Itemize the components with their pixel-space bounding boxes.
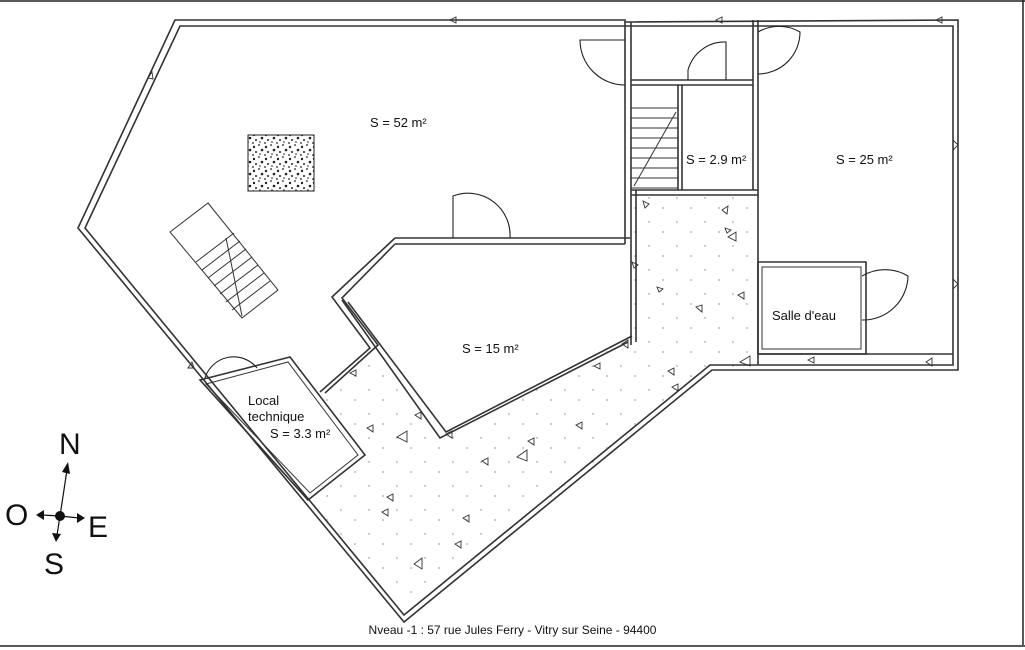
main-area-label: S = 52 m²	[370, 115, 427, 130]
technical-room-name-1: Local	[248, 393, 279, 408]
main-stair	[169, 202, 279, 319]
north-arrow-icon	[62, 462, 70, 474]
compass-rose: N O E S	[5, 428, 108, 581]
compass-north-label: N	[59, 428, 81, 461]
east-arrow-icon	[77, 513, 85, 523]
west-arrow-icon	[36, 510, 44, 520]
compass-west-label: O	[5, 499, 28, 532]
compass-east-label: E	[88, 511, 108, 544]
column-stair	[630, 107, 679, 189]
south-arrow-icon	[52, 533, 61, 542]
bathroom-label: Salle d'eau	[772, 308, 836, 323]
level-markers	[147, 16, 959, 570]
stair-room-area-label: S = 2.9 m²	[686, 152, 747, 167]
courtyard-floor	[305, 190, 760, 615]
gravel-block	[247, 134, 315, 192]
right-room-area-label: S = 25 m²	[836, 152, 893, 167]
outer-walls	[77, 19, 959, 624]
compass-south-label: S	[44, 548, 64, 581]
doors	[204, 25, 909, 379]
middle-room-area-label: S = 15 m²	[462, 341, 519, 356]
technical-room-area-label: S = 3.3 m²	[270, 426, 331, 441]
plan-caption: Nveau -1 : 57 rue Jules Ferry - Vitry su…	[368, 623, 657, 637]
compass-center-icon	[55, 511, 65, 521]
technical-room-name-2: technique	[248, 409, 304, 424]
